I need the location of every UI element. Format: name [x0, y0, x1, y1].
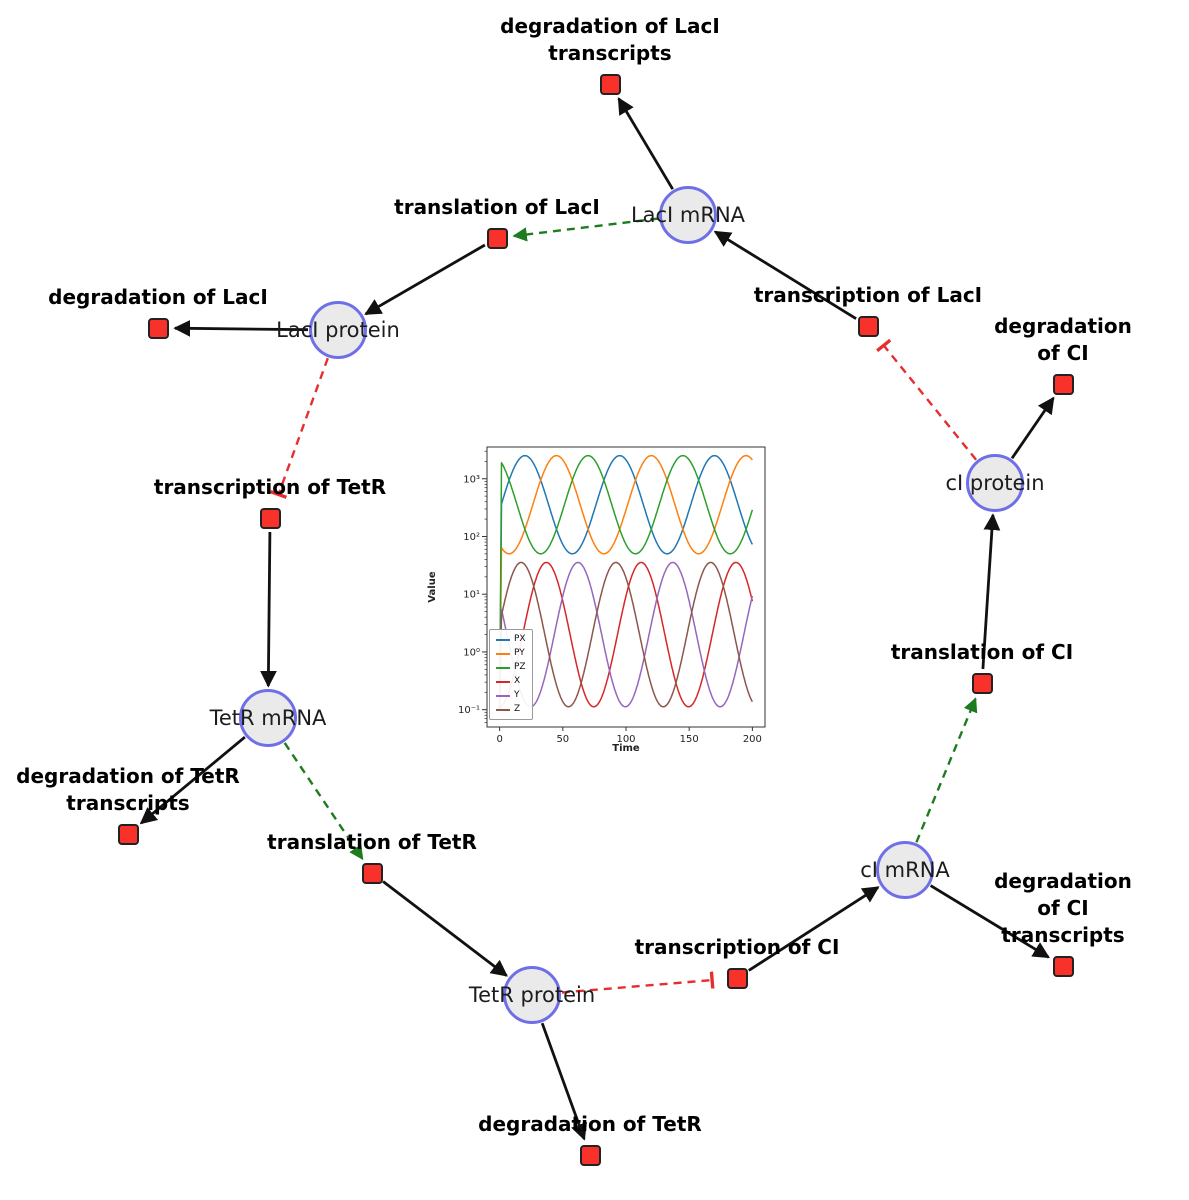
reaction-node-deg-laci-transcripts	[599, 73, 621, 95]
legend-label-PX: PX	[514, 634, 526, 644]
y-axis-tick-label: 10³	[463, 474, 480, 485]
legend-item-PX: PX	[496, 634, 526, 645]
reaction-label-deg-ci-protein: degradation of CI	[994, 314, 1132, 365]
legend-swatch-PY	[496, 652, 510, 655]
reaction-label-deg-laci-transcripts: degradation of LacI transcripts	[500, 14, 720, 65]
edge-modifier-laci-mrna-to-translation-laci	[512, 217, 659, 242]
reaction-label-deg-tetr-protein: degradation of TetR	[478, 1112, 702, 1136]
edge-production-transcription-tetr-to-tetr-mrna	[260, 531, 277, 688]
x-axis-tick-label: 200	[743, 734, 762, 745]
edge-consumption-ci-protein-to-deg-ci-protein	[1010, 396, 1055, 460]
y-axis-tick-label: 10⁰	[463, 647, 480, 658]
reaction-node-transcription-tetr	[259, 507, 281, 529]
edge-production-translation-laci-to-laci-protein	[364, 243, 486, 316]
reaction-label-translation-ci: translation of CI	[890, 640, 1074, 664]
legend-item-X: X	[496, 676, 526, 687]
chart-y-axis-label: Value	[427, 571, 438, 603]
edge-production-transcription-ci-to-ci-mrna	[748, 886, 880, 972]
x-axis-tick-label: 50	[556, 734, 569, 745]
series-line-PY	[498, 454, 753, 710]
chart-x-axis-label: Time	[612, 743, 640, 754]
reaction-node-deg-tetr-protein	[579, 1144, 601, 1166]
reaction-node-translation-laci	[486, 227, 508, 249]
legend-swatch-PZ	[496, 666, 510, 669]
reaction-label-transcription-laci: transcription of LacI	[753, 283, 983, 307]
legend-label-Y: Y	[514, 690, 520, 700]
y-axis-tick-label: 10²	[463, 532, 480, 543]
legend-swatch-PX	[496, 638, 510, 641]
chart-canvas: 0 50 100 150 200 10⁻¹ 10⁰ 10¹ 10² 10³	[458, 446, 766, 745]
species-label-tetr-protein: TetR protein	[468, 983, 596, 1007]
edge-inhibition-ci-protein-to-transcription-laci	[884, 345, 978, 461]
y-axis-tick-label: 10⁻¹	[458, 705, 480, 716]
species-node-ci-mrna	[876, 841, 934, 899]
series-line-Z	[498, 561, 754, 710]
series-line-Y	[498, 561, 754, 710]
species-node-ci-protein	[966, 454, 1024, 512]
edge-consumption-laci-protein-to-deg-laci-protein	[173, 319, 309, 337]
series-line-PZ	[498, 454, 754, 710]
x-axis-tick-label: 100	[616, 734, 635, 745]
series-line-X	[498, 561, 754, 711]
edge-inhibition-laci-protein-to-transcription-tetr	[279, 357, 329, 494]
reaction-label-deg-tetr-transcripts: degradation of TetR transcripts	[16, 764, 240, 815]
reaction-label-deg-ci-transcripts: degradation of CI transcripts	[994, 869, 1132, 947]
reaction-node-deg-ci-protein	[1052, 373, 1074, 395]
edge-consumption-tetr-mrna-to-deg-tetr-transcripts	[139, 736, 246, 825]
reaction-label-translation-tetr: translation of TetR	[267, 830, 477, 854]
species-label-laci-mrna: LacI mRNA	[630, 203, 746, 227]
species-node-tetr-protein	[503, 966, 561, 1024]
legend-label-PZ: PZ	[514, 662, 526, 672]
y-axis-tick-label: 10¹	[463, 590, 480, 601]
reaction-node-deg-laci-protein	[147, 317, 169, 339]
edge-production-translation-ci-to-ci-protein	[981, 513, 1001, 670]
reaction-node-transcription-ci	[726, 967, 748, 989]
reaction-node-deg-ci-transcripts	[1052, 955, 1074, 977]
reaction-label-deg-laci-protein: degradation of LacI	[48, 285, 268, 309]
legend-swatch-Y	[496, 694, 510, 697]
reaction-label-translation-laci: translation of LacI	[394, 195, 600, 219]
legend-label-X: X	[514, 676, 521, 686]
species-label-tetr-mrna: TetR mRNA	[209, 706, 327, 730]
legend-item-Z: Z	[496, 704, 526, 715]
reaction-node-transcription-laci	[857, 315, 879, 337]
edge-production-translation-tetr-to-tetr-protein	[382, 880, 508, 977]
legend-item-PZ: PZ	[496, 662, 526, 673]
edge-production-transcription-laci-to-laci-mrna	[713, 230, 857, 320]
legend-label-Z: Z	[514, 704, 521, 714]
species-label-ci-mrna: cI mRNA	[860, 858, 950, 882]
edge-modifier-tetr-mrna-to-translation-tetr	[283, 742, 364, 861]
species-node-laci-mrna	[659, 186, 717, 244]
species-node-laci-protein	[309, 301, 367, 359]
reaction-label-transcription-ci: transcription of CI	[634, 935, 840, 959]
x-axis-tick-label: 0	[496, 734, 502, 745]
species-label-laci-protein: LacI protein	[276, 318, 400, 342]
legend-item-PY: PY	[496, 648, 526, 659]
edge-consumption-laci-mrna-to-deg-laci-transcripts	[617, 97, 674, 190]
x-axis-tick-label: 150	[680, 734, 699, 745]
edge-consumption-ci-mrna-to-deg-ci-transcripts	[929, 884, 1050, 959]
reaction-node-deg-tetr-transcripts	[117, 823, 139, 845]
legend-label-PY: PY	[514, 648, 525, 658]
species-label-ci-protein: cI protein	[945, 471, 1045, 495]
legend-swatch-X	[496, 680, 510, 683]
edge-inhibition-tetr-protein-to-transcription-ci	[561, 980, 712, 994]
series-line-PX	[498, 454, 754, 710]
legend-item-Y: Y	[496, 690, 526, 701]
legend-swatch-Z	[496, 708, 510, 711]
reaction-node-translation-tetr	[361, 862, 383, 884]
species-node-tetr-mrna	[239, 689, 297, 747]
reaction-label-transcription-tetr: transcription of TetR	[153, 475, 387, 499]
reaction-node-translation-ci	[971, 672, 993, 694]
edge-consumption-tetr-protein-to-deg-tetr-protein	[540, 1022, 587, 1141]
edge-modifier-ci-mrna-to-translation-ci	[915, 697, 978, 843]
